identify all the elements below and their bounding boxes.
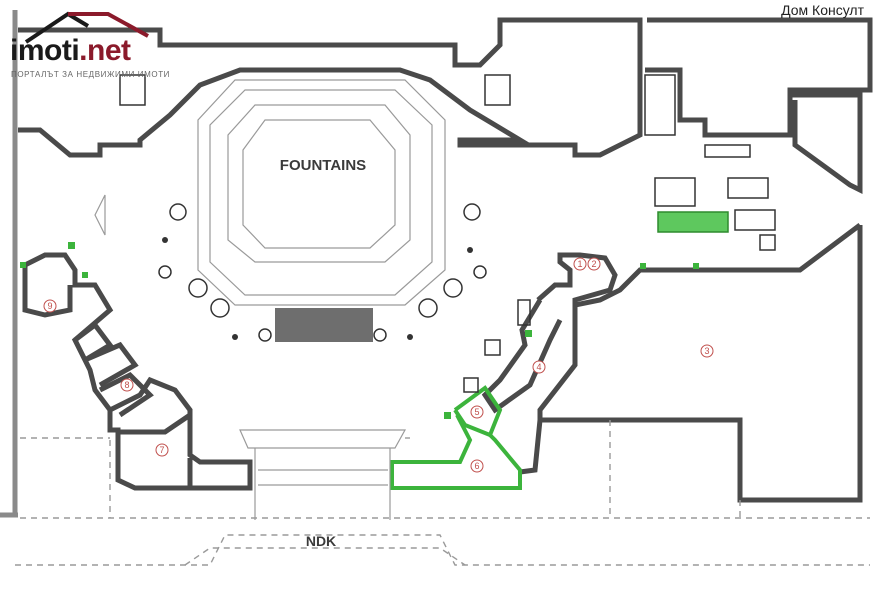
unit-number: 6 — [474, 461, 479, 471]
green-markers — [20, 242, 699, 419]
site-name-main: imoti — [10, 34, 80, 67]
unit-marker-8[interactable]: 8 — [120, 378, 134, 392]
agency-name: Дом Консулт — [781, 2, 864, 18]
highlighted-units — [390, 385, 522, 490]
site-name: imoti.net — [10, 34, 131, 68]
unit-number: 5 — [474, 407, 479, 417]
ndk-entrance — [239, 429, 407, 520]
unit-number: 7 — [159, 445, 164, 455]
left-wing-walls — [22, 252, 253, 491]
site-name-tld: .net — [79, 34, 131, 67]
fountains-label: FOUNTAINS — [280, 157, 366, 174]
imoti-logo — [8, 6, 168, 86]
unit-marker-2[interactable]: 2 — [587, 257, 601, 271]
dashed-boundaries — [15, 420, 870, 566]
unit-marker-1[interactable]: 1 — [573, 257, 587, 271]
unit-marker-9[interactable]: 9 — [43, 299, 57, 313]
unit-marker-7[interactable]: 7 — [155, 443, 169, 457]
unit-marker-3[interactable]: 3 — [700, 344, 714, 358]
unit-number: 4 — [536, 362, 541, 372]
furniture-decor — [94, 74, 776, 393]
unit-marker-6[interactable]: 6 — [470, 459, 484, 473]
unit-marker-5[interactable]: 5 — [470, 405, 484, 419]
unit-marker-4[interactable]: 4 — [532, 360, 546, 374]
unit-number: 2 — [591, 259, 596, 269]
unit-number: 1 — [577, 259, 582, 269]
outer-walls — [18, 17, 873, 503]
right-wing-walls — [481, 252, 618, 475]
unit-number: 3 — [704, 346, 709, 356]
house-roof-icon — [24, 11, 149, 44]
fountains-area — [197, 79, 446, 342]
unit-number: 9 — [47, 301, 52, 311]
site-tagline: ПОРТАЛЪТ ЗА НЕДВИЖИМИ ИМОТИ — [11, 70, 171, 79]
fountain-feature — [275, 308, 373, 342]
unit-number: 8 — [124, 380, 129, 390]
ndk-label: NDK — [306, 533, 336, 549]
